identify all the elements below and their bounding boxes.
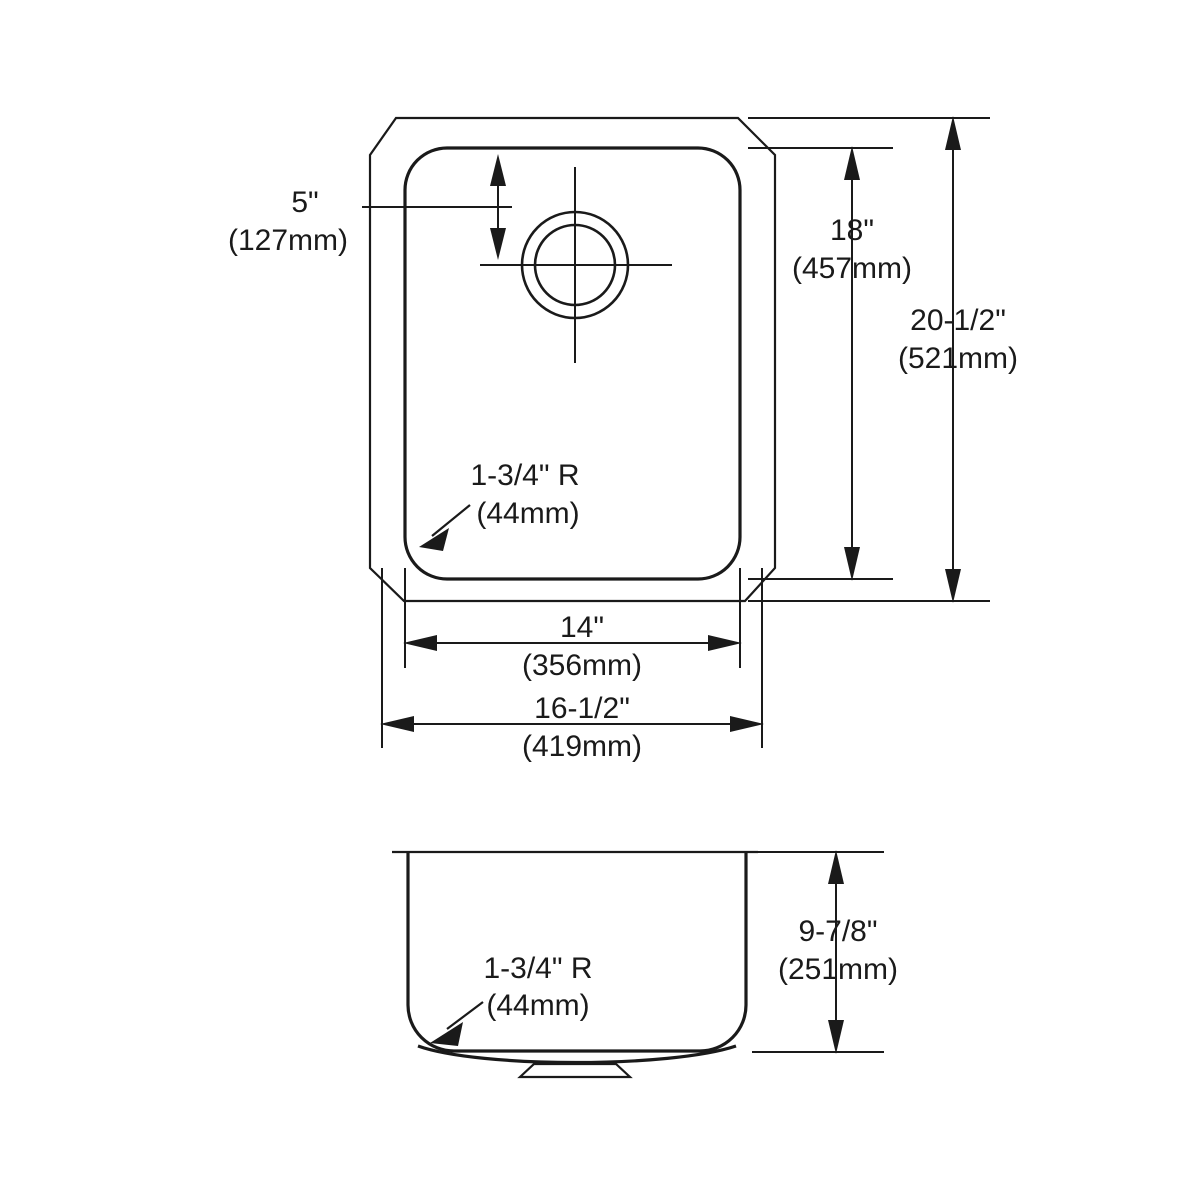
- top-view-radius-arrowhead: [419, 528, 449, 551]
- front-elevation-view-group: 1-3/4" R (44mm) 9-7/8" (251mm): [392, 850, 898, 1079]
- top-view-group: 5" (127mm) 18" (457mm) 20-1/2" (521mm) 1…: [228, 116, 1018, 763]
- bowl-depth-metric-label: (457mm): [792, 252, 912, 285]
- overall-width-left-arrowhead: [380, 716, 414, 732]
- top-view-radius-leader-line: [431, 504, 471, 537]
- top-view-radius-imperial-label: 1-3/4" R: [470, 459, 579, 492]
- bowl-width-right-arrowhead: [708, 635, 742, 651]
- drain-offset-down-arrowhead: [490, 228, 506, 260]
- bowl-depth-imperial-label: 18": [830, 214, 874, 247]
- front-view-radius-imperial-label: 1-3/4" R: [483, 952, 592, 985]
- overall-depth-imperial-label: 20-1/2": [910, 304, 1006, 337]
- front-view-radius-leader-line: [446, 1001, 484, 1030]
- overall-depth-up-arrowhead: [945, 116, 961, 150]
- bowl-width-imperial-label: 14": [560, 611, 604, 644]
- overall-width-right-arrowhead: [730, 716, 764, 732]
- front-view-drain-recess: [517, 1062, 633, 1079]
- bowl-width-metric-label: (356mm): [522, 649, 642, 682]
- bowl-depth-up-arrowhead: [844, 146, 860, 180]
- sink-outer-rim-outline: [368, 116, 777, 603]
- front-view-depth-metric-label: (251mm): [778, 953, 898, 986]
- front-view-depth-down-arrowhead: [828, 1020, 844, 1054]
- drain-offset-imperial-label: 5": [291, 186, 318, 219]
- front-view-bowl-profile: [406, 852, 748, 1053]
- front-view-radius-metric-label: (44mm): [486, 989, 589, 1022]
- bowl-depth-down-arrowhead: [844, 547, 860, 581]
- front-view-depth-up-arrowhead: [828, 850, 844, 884]
- overall-width-imperial-label: 16-1/2": [534, 692, 630, 725]
- overall-width-metric-label: (419mm): [522, 730, 642, 763]
- drain-offset-up-arrowhead: [490, 154, 506, 186]
- overall-depth-metric-label: (521mm): [898, 342, 1018, 375]
- sink-bowl-outline: [403, 146, 742, 581]
- overall-depth-down-arrowhead: [945, 569, 961, 603]
- front-view-bowl-bottom-line: [417, 1044, 737, 1065]
- bowl-width-left-arrowhead: [403, 635, 437, 651]
- drain-offset-metric-label: (127mm): [228, 224, 348, 257]
- front-view-radius-arrowhead: [430, 1022, 463, 1046]
- top-view-radius-metric-label: (44mm): [476, 497, 579, 530]
- front-view-depth-imperial-label: 9-7/8": [798, 915, 877, 948]
